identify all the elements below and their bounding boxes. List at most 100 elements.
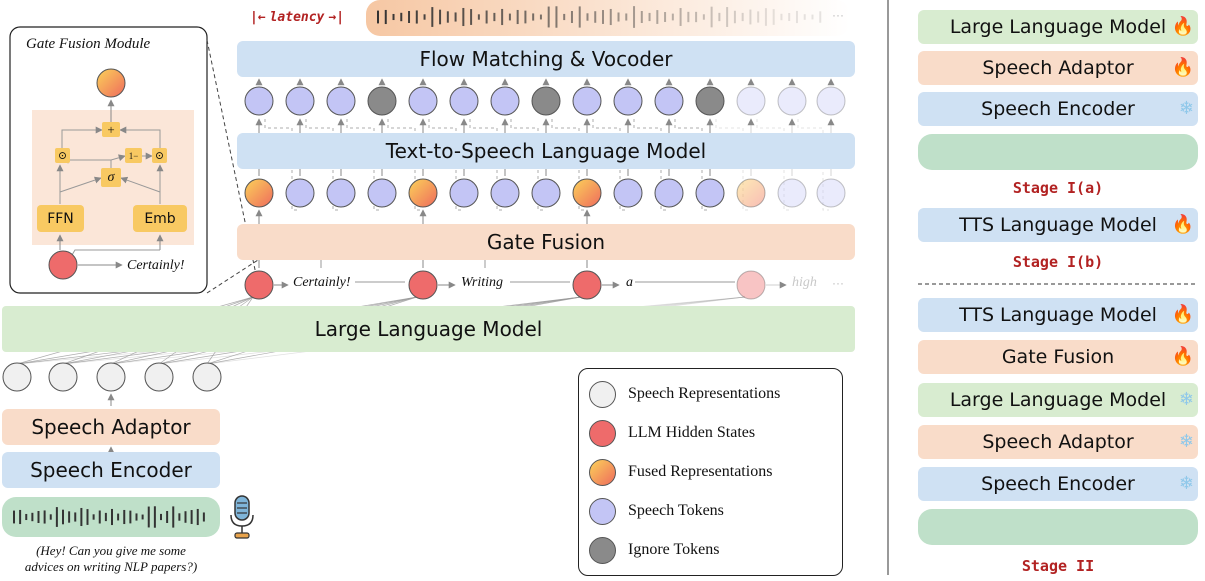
inset-left-to-plus xyxy=(61,126,103,148)
llm-hidden-state xyxy=(572,270,602,300)
speech-token xyxy=(285,86,315,116)
flow-matching-vocoder-block: Flow Matching & Vocoder xyxy=(237,41,855,77)
speech-token xyxy=(816,86,846,116)
tts-language-model-block: Text-to-Speech Language Model xyxy=(237,133,855,169)
inset-title: Gate Fusion Module xyxy=(26,36,151,52)
inset-sigma-right xyxy=(110,154,126,168)
query-line-2: advices on writing NLP papers?) xyxy=(24,559,198,574)
speech-token xyxy=(285,178,315,208)
speech-token xyxy=(531,178,561,208)
latency-text: latency xyxy=(269,9,325,25)
stage-block: TTS Language Model🔥 xyxy=(918,298,1198,332)
legend-label: LLM Hidden States xyxy=(628,424,756,441)
query-line-1: (Hey! Can you give me some xyxy=(36,543,186,558)
autoregressive-feedback xyxy=(510,119,544,211)
inset-ffn-to-sigma xyxy=(59,176,102,193)
speech-representation xyxy=(144,362,174,392)
fire-icon: 🔥 xyxy=(1171,346,1194,367)
speech-token xyxy=(816,178,846,208)
legend-label: Fused Representations xyxy=(628,463,773,480)
fire-icon: 🔥 xyxy=(1171,214,1194,235)
fused-representation xyxy=(244,178,274,208)
inset-frame xyxy=(9,26,208,294)
autoregressive-feedback xyxy=(674,119,708,211)
inset-odot-right: ⊙ xyxy=(152,148,167,163)
stage-block-label: Speech Adaptor xyxy=(982,431,1134,453)
llm-hidden-state xyxy=(736,270,766,300)
legend-label: Ignore Tokens xyxy=(628,541,720,558)
legend-item: Fused Representations xyxy=(589,458,772,486)
inset-fused-output xyxy=(96,68,126,98)
stage-block-label: Large Language Model xyxy=(949,389,1167,411)
fire-icon: 🔥 xyxy=(1171,16,1194,37)
latency-left-arrow: |← xyxy=(249,9,266,25)
inset-emb-block: Emb xyxy=(133,205,187,232)
speech-token xyxy=(326,86,356,116)
stage-block: Speech Adaptor🔥 xyxy=(918,51,1198,85)
fused-representation xyxy=(572,178,602,208)
speech-token xyxy=(449,86,479,116)
latency-label: |← latency →| xyxy=(236,7,358,27)
inset-leader-bottom xyxy=(206,259,259,294)
word-writing: Writing xyxy=(461,275,504,290)
speech-token xyxy=(244,86,274,116)
stage-block: Large Language Model❄ xyxy=(918,383,1198,417)
speech-representation xyxy=(192,362,222,392)
legend-swatch xyxy=(589,419,616,447)
llm-hidden-state xyxy=(244,270,274,300)
legend-swatch xyxy=(589,458,616,486)
stage-block: Gate Fusion🔥 xyxy=(918,340,1198,374)
autoregressive-feedback xyxy=(592,119,626,211)
fire-icon: 🔥 xyxy=(1171,57,1194,78)
fused-representation xyxy=(408,178,438,208)
snowflake-icon: ❄ xyxy=(1178,431,1194,452)
speech-representation xyxy=(48,362,78,392)
autoregressive-feedback xyxy=(797,119,829,211)
legend-item: Speech Representations xyxy=(589,380,780,408)
fused-representation xyxy=(736,178,766,208)
inset-plus-node: + xyxy=(102,122,120,137)
speech-token xyxy=(572,86,602,116)
stage-label: Stage II xyxy=(1021,557,1095,575)
top-waveform-band xyxy=(366,0,850,36)
llm-hidden-state xyxy=(408,270,438,300)
speech-representation xyxy=(2,362,32,392)
gate-fusion-block: Gate Fusion xyxy=(237,224,855,260)
ignore-token xyxy=(531,86,561,116)
top-waveform-ellipsis: ··· xyxy=(832,8,844,22)
autoregressive-feedback xyxy=(305,119,339,211)
autoregressive-feedback xyxy=(387,119,421,211)
legend-item: Ignore Tokens xyxy=(589,536,719,564)
legend-item: Speech Tokens xyxy=(589,497,724,525)
speech-token xyxy=(613,86,643,116)
autoregressive-feedback xyxy=(428,119,462,211)
inset-one-minus-node: 1− xyxy=(125,148,142,163)
stage-block: Speech Encoder❄ xyxy=(918,92,1198,126)
stage-block-label: Speech Encoder xyxy=(981,473,1135,495)
speech-adaptor-block: Speech Adaptor xyxy=(2,409,220,445)
ignore-token xyxy=(367,86,397,116)
word-certainly: Certainly! xyxy=(293,275,351,290)
speech-token xyxy=(326,178,356,208)
inset-odot-left: ⊙ xyxy=(55,148,70,163)
input-waveform xyxy=(13,506,205,528)
stage-block: TTS Language Model🔥 xyxy=(918,208,1198,242)
snowflake-icon: ❄ xyxy=(1178,98,1194,119)
speech-token xyxy=(490,86,520,116)
inset-ffn-block: FFN xyxy=(37,205,84,232)
speech-token xyxy=(777,86,807,116)
word-ellipsis: ··· xyxy=(832,276,844,290)
legend-swatch xyxy=(589,497,616,525)
legend-label: Speech Tokens xyxy=(628,502,724,519)
speech-token xyxy=(777,178,807,208)
stage-block: Large Language Model🔥 xyxy=(918,10,1198,44)
legend-swatch xyxy=(589,380,616,408)
autoregressive-feedback xyxy=(715,119,749,211)
speech-encoder-block: Speech Encoder xyxy=(2,452,220,488)
speech-token xyxy=(367,178,397,208)
snowflake-icon: ❄ xyxy=(1178,473,1194,494)
autoregressive-feedback xyxy=(264,119,298,211)
inset-hidden-state xyxy=(48,250,78,280)
